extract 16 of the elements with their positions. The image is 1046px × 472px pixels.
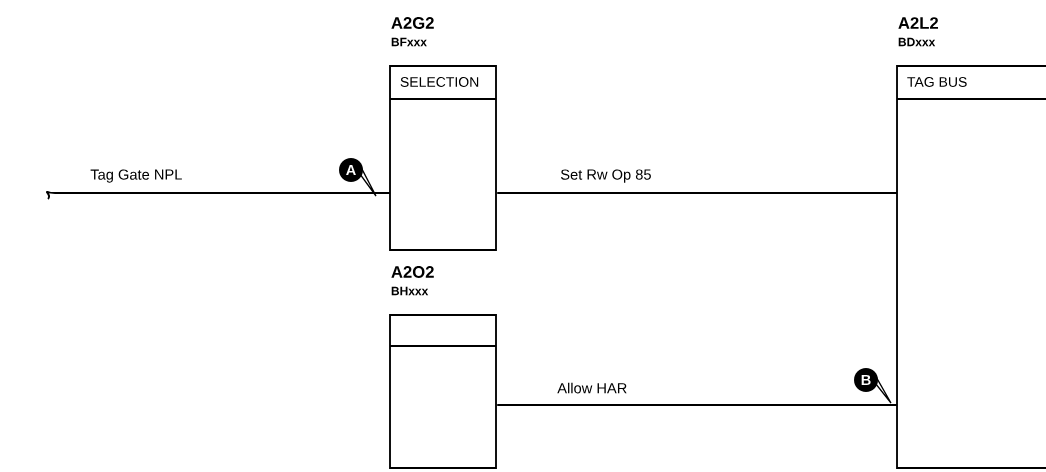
signal-line bbox=[496, 192, 898, 194]
module-code: BHxxx bbox=[391, 286, 429, 296]
callout-balloon: A bbox=[339, 158, 377, 197]
module-id: A2L2 bbox=[898, 17, 938, 29]
module-box: TAG BUS bbox=[896, 65, 1046, 469]
module-box: SELECTION bbox=[389, 65, 497, 251]
module-id: A2G2 bbox=[391, 17, 434, 29]
signal-line bbox=[45, 190, 391, 200]
signal-line bbox=[496, 404, 898, 406]
module-code: BDxxx bbox=[898, 37, 936, 47]
signal-label: Allow HAR bbox=[555, 381, 629, 395]
callout-balloon: B bbox=[854, 368, 892, 404]
signal-label: Set Rw Op 85 bbox=[558, 168, 653, 184]
module-id: A2O2 bbox=[391, 266, 434, 278]
signal-label: Tag Gate NPL bbox=[88, 168, 184, 184]
module-code: BFxxx bbox=[391, 37, 427, 47]
